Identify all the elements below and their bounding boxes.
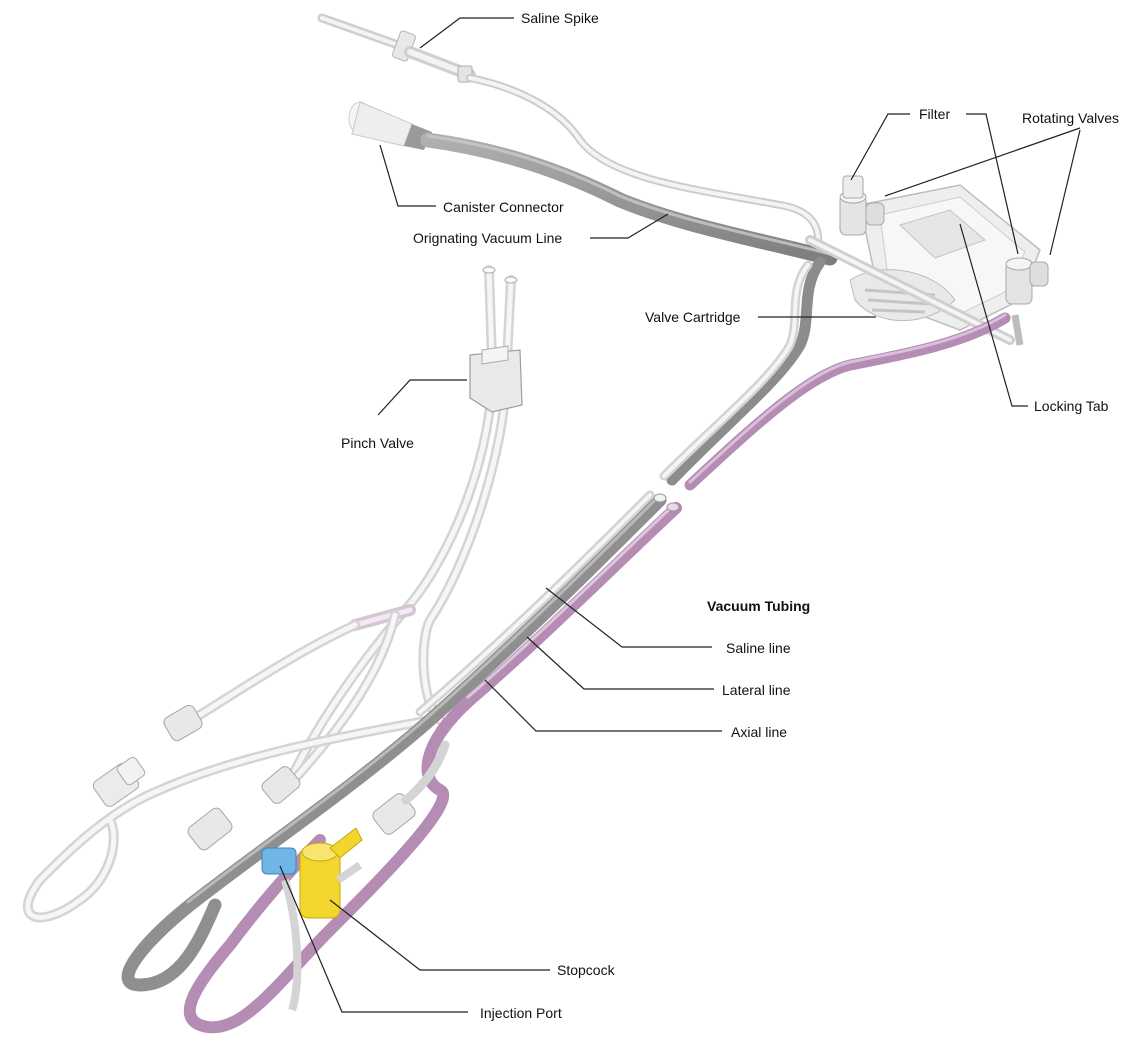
label-canister-connector: Canister Connector <box>443 199 564 215</box>
label-pinch-valve: Pinch Valve <box>341 435 414 451</box>
label-axial-line: Axial line <box>731 724 787 740</box>
canister-connector <box>349 102 432 150</box>
label-rotating-valves: Rotating Valves <box>1022 110 1119 126</box>
label-filter: Filter <box>919 106 950 122</box>
pinch-valve-tubes <box>162 267 522 806</box>
label-vacuum-tubing: Vacuum Tubing <box>707 598 810 614</box>
label-stopcock: Stopcock <box>557 962 615 978</box>
label-injection-port: Injection Port <box>480 1005 562 1021</box>
valve-cartridge-assembly <box>810 176 1048 345</box>
injection-port-body <box>262 848 296 874</box>
label-valve-cartridge: Valve Cartridge <box>645 309 740 325</box>
lower-tubing-bundle <box>128 494 679 1027</box>
saline-spike <box>322 18 472 82</box>
label-originating-vacuum-line: Orignating Vacuum Line <box>413 230 562 246</box>
label-saline-line: Saline line <box>726 640 791 656</box>
label-saline-spike: Saline Spike <box>521 10 599 26</box>
label-locking-tab: Locking Tab <box>1034 398 1108 414</box>
label-lateral-line: Lateral line <box>722 682 791 698</box>
